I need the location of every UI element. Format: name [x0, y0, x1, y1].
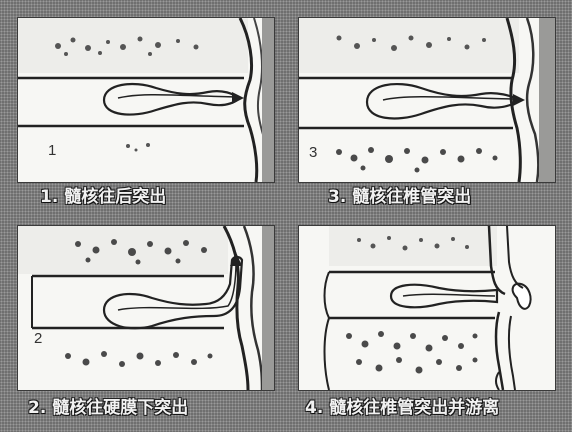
upper-vertebra [18, 18, 248, 73]
lower-vertebra [65, 351, 213, 367]
panel-posterior-protrusion: 1 [17, 17, 275, 183]
lower-anterior-edge [325, 318, 330, 390]
lower-vertebra [346, 331, 478, 374]
anterior-edge [325, 272, 330, 318]
disc-diagram-subdural [18, 226, 274, 390]
panel-sequestration [298, 225, 556, 391]
lower-vertebra [336, 147, 498, 173]
panel-canal-protrusion: 3 [298, 17, 556, 183]
disc-diagram-canal [299, 18, 555, 182]
nucleus-pulposus [391, 285, 497, 308]
caption-canal-protrusion: 3. 髓核往椎管突出 [328, 182, 471, 212]
caption-sequestration: 4. 髓核往椎管突出并游离 [305, 393, 499, 423]
disc-diagram-sequestration [299, 226, 555, 390]
upper-vertebra [18, 226, 228, 274]
upper-vertebra [299, 18, 519, 73]
panel-number: 3 [309, 144, 317, 161]
panel-number: 2 [34, 330, 42, 347]
disc-diagram-posterior [18, 18, 274, 182]
panel-subdural-protrusion: 2 [17, 225, 275, 391]
caption-subdural-protrusion: 2. 髓核往硬膜下突出 [28, 393, 188, 423]
lower-vertebra [126, 143, 150, 152]
panel-number: 1 [48, 142, 56, 159]
nucleus-pulposus [104, 84, 244, 115]
caption-posterior-protrusion: 1. 髓核往后突出 [40, 182, 166, 212]
upper-vertebra [329, 226, 497, 266]
nucleus-pulposus [367, 84, 525, 118]
